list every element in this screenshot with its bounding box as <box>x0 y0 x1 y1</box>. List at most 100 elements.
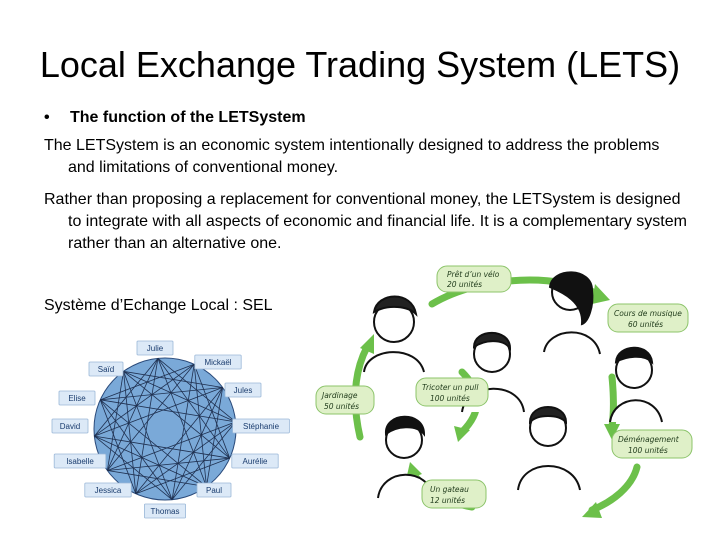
node-label: Thomas <box>151 507 180 516</box>
connection-line <box>123 370 236 423</box>
node-label-box <box>224 382 262 398</box>
node-label-box <box>136 340 174 356</box>
bubble-bike-line1: Prêt d’un vélo <box>447 270 500 279</box>
bubble-gardening-line2: 50 unités <box>324 402 359 411</box>
arrow-head-right <box>604 424 620 440</box>
arrow-head-bottom-right <box>582 502 602 518</box>
network-node-2: Jules <box>224 382 262 398</box>
connection-line <box>100 387 223 401</box>
person-top-left <box>363 295 425 373</box>
node-label: Mickaël <box>204 358 231 367</box>
connection-line <box>94 435 230 459</box>
network-connections-over <box>94 358 236 500</box>
network-node-1: Mickaël <box>194 354 242 370</box>
sel-network-diagram: JulieMickaëlJulesStéphanieAuréliePaulTho… <box>51 340 290 519</box>
network-node-7: Jessica <box>84 482 132 498</box>
bubble-gardening: Jardinage 50 unités <box>315 385 375 415</box>
connection-line <box>106 358 159 471</box>
person-top-right <box>543 271 601 355</box>
connection-line <box>123 370 223 388</box>
node-label-box <box>58 390 96 406</box>
bubble-music-line2: 60 unités <box>628 320 663 329</box>
arrow-head-center <box>454 426 470 442</box>
bubble-cake: Un gateau 12 unités <box>421 479 487 509</box>
sel-caption: Système d’Echange Local : SEL <box>44 297 273 314</box>
bubble-moving: Déménagement 100 unités <box>611 429 693 459</box>
node-label: Julie <box>147 344 164 353</box>
network-node-9: David <box>51 418 89 434</box>
connection-line <box>171 364 195 500</box>
node-label-box <box>53 453 107 469</box>
connection-line <box>135 387 223 494</box>
connection-line <box>100 399 236 423</box>
connection-line <box>123 371 230 459</box>
connection-line <box>171 387 224 500</box>
network-node-0: Julie <box>136 340 174 356</box>
node-label-box <box>88 361 124 377</box>
arrow-head-left <box>360 334 374 354</box>
bubble-moving-line1: Déménagement <box>618 435 680 444</box>
bubble-gardening-line1: Jardinage <box>320 391 358 400</box>
network-node-10: Elise <box>58 390 96 406</box>
node-label-box <box>196 482 232 498</box>
node-label: Aurélie <box>243 457 268 466</box>
network-labels: JulieMickaëlJulesStéphanieAuréliePaulTho… <box>51 340 290 519</box>
node-label: Elise <box>68 394 86 403</box>
node-label: Saïd <box>98 365 114 374</box>
network-node-5: Paul <box>196 482 232 498</box>
connection-line <box>107 364 195 471</box>
connection-line <box>123 371 173 500</box>
node-label: Stéphanie <box>243 422 280 431</box>
cycle-bubbles: Prêt d’un vélo 20 unités Cours de musiqu… <box>315 265 693 509</box>
network-node-11: Saïd <box>88 361 124 377</box>
connection-line <box>94 435 207 488</box>
bubble-knitting-line2: 100 unités <box>430 394 470 403</box>
network-node-8: Isabelle <box>53 453 107 469</box>
node-label: Jules <box>234 386 253 395</box>
connection-line <box>94 363 195 437</box>
bullet-symbol: • <box>44 109 50 126</box>
arrow-head-top <box>592 284 610 304</box>
connection-line <box>157 358 231 459</box>
connection-line <box>107 457 230 471</box>
arrow-right-bottom <box>588 463 641 514</box>
connection-line <box>99 399 173 500</box>
paragraph-1: The LETSystem is an economic system inte… <box>44 137 660 176</box>
node-label: Jessica <box>95 486 122 495</box>
node-label-box <box>144 503 187 519</box>
connection-line <box>100 399 207 487</box>
connection-line <box>107 421 236 471</box>
node-label: Paul <box>206 486 222 495</box>
network-node-4: Aurélie <box>231 453 279 469</box>
bubble-cake-line2: 12 unités <box>430 496 465 505</box>
node-label: Isabelle <box>66 457 94 466</box>
person-bottom-right <box>517 406 581 491</box>
network-circle <box>93 357 237 501</box>
node-label-box <box>84 482 132 498</box>
bubble-knitting-line1: Tricoter un pull <box>422 383 479 392</box>
bubble-moving-line2: 100 unités <box>628 446 668 455</box>
connection-line <box>123 371 137 494</box>
connection-line <box>135 358 159 494</box>
slide-title: Local Exchange Trading System (LETS) <box>39 44 681 85</box>
node-label-box <box>231 453 279 469</box>
node-label: David <box>60 422 80 431</box>
connection-line <box>94 387 223 437</box>
node-label-box <box>51 418 89 434</box>
bullet-heading-text: The function of the LETSystem <box>70 109 306 126</box>
paragraph-2: Rather than proposing a replacement for … <box>44 191 687 252</box>
person-figures <box>363 271 663 499</box>
exchange-cycle-illustration: Prêt d’un vélo 20 unités Cours de musiqu… <box>315 265 693 518</box>
bubble-music: Cours de musique 60 unités <box>607 303 689 333</box>
bubble-bike-line2: 20 unités <box>447 280 482 289</box>
network-node-3: Stéphanie <box>232 418 290 434</box>
bubble-knitting: Tricoter un pull 100 unités <box>415 377 489 407</box>
bullet-heading: • The function of the LETSystem <box>44 109 306 127</box>
bubble-music-line1: Cours de musique <box>614 309 682 318</box>
node-label-box <box>194 354 242 370</box>
connection-line <box>193 364 207 487</box>
node-label-box <box>232 418 290 434</box>
connection-line <box>157 358 207 487</box>
bubble-cake-line1: Un gateau <box>430 485 469 494</box>
network-node-6: Thomas <box>144 503 187 519</box>
